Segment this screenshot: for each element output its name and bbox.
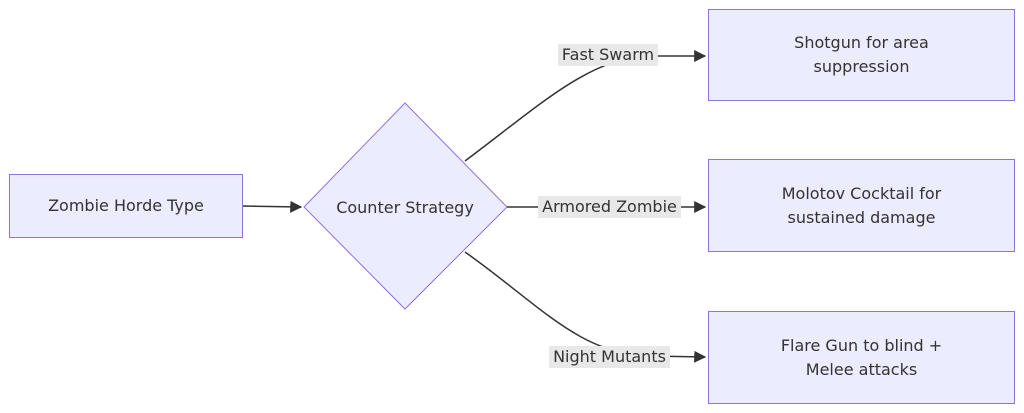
node-outcome-shotgun: Shotgun for area suppression	[708, 9, 1015, 101]
node-zombie-horde-type: Zombie Horde Type	[9, 174, 243, 238]
edge-label-armored-zombie: Armored Zombie	[538, 196, 681, 218]
edge-decision-to-outcome-3	[464, 251, 707, 363]
edge-decision-to-outcome-1	[464, 50, 707, 162]
node-outcome-flare-gun: Flare Gun to blind + Melee attacks	[708, 311, 1015, 404]
node-label: Zombie Horde Type	[48, 196, 204, 215]
node-label: Flare Gun to blind + Melee attacks	[780, 335, 943, 379]
node-label: Molotov Cocktail for sustained damage	[781, 183, 942, 227]
edge-label-night-mutants: Night Mutants	[549, 346, 670, 368]
edge-label-fast-swarm: Fast Swarm	[558, 44, 658, 66]
decision-node-label: Counter Strategy	[336, 197, 474, 217]
node-outcome-molotov: Molotov Cocktail for sustained damage	[708, 159, 1015, 252]
edge-source-to-decision	[242, 200, 303, 213]
decision-diamond	[303, 102, 508, 310]
node-label: Shotgun for area suppression	[794, 33, 929, 76]
